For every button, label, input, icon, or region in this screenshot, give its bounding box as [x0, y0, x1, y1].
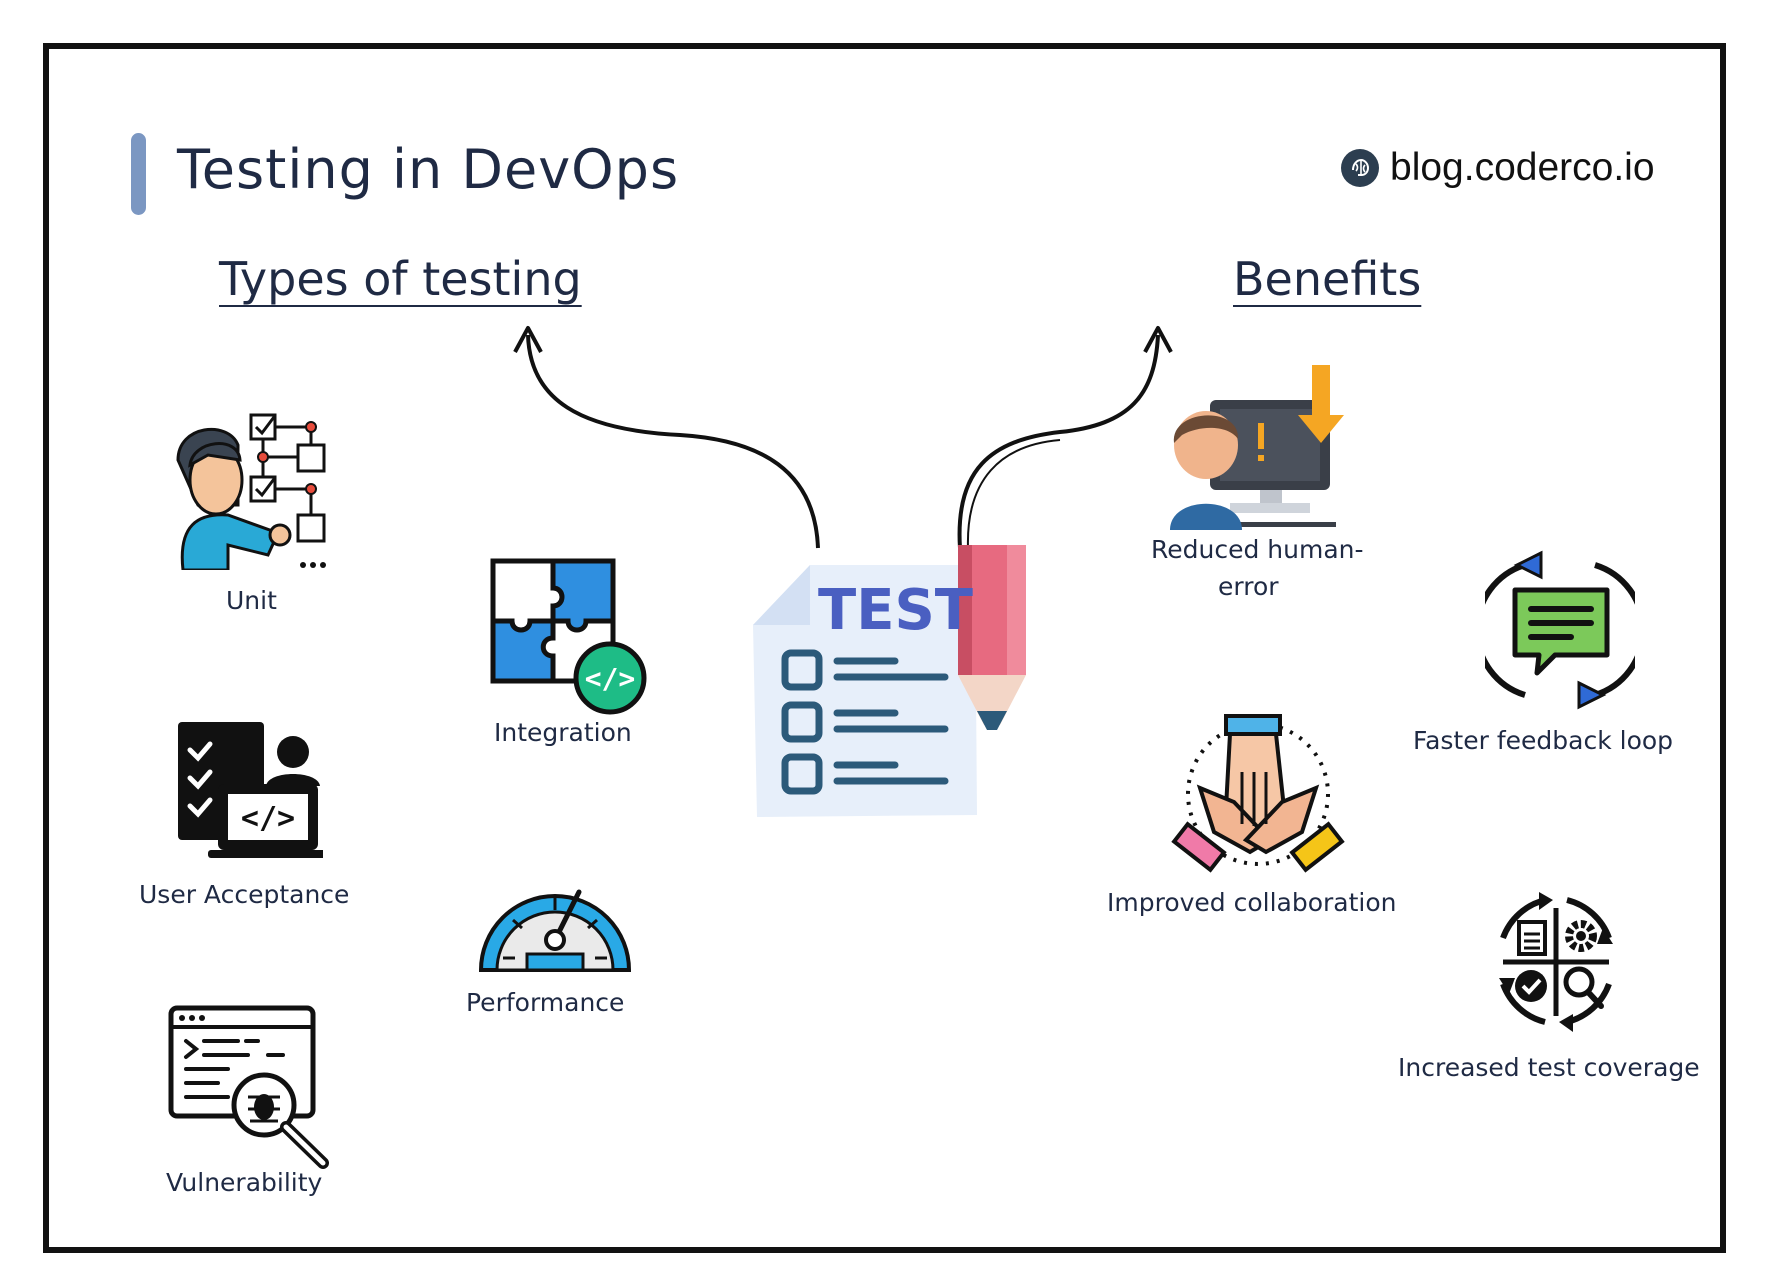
type-label-performance: Performance	[466, 988, 625, 1017]
type-label-integration: Integration	[494, 718, 632, 747]
svg-text:</>: </>	[585, 662, 636, 695]
brand-url[interactable]: blog.coderco.io	[1390, 146, 1655, 189]
speedometer-icon	[475, 858, 635, 973]
benefit-label-faster-feedback-loop: Faster feedback loop	[1413, 726, 1674, 755]
bug-search-icon	[168, 1005, 333, 1170]
benefit-label-increased-test-coverage: Increased test coverage	[1398, 1053, 1700, 1082]
type-label-unit: Unit	[226, 586, 277, 615]
brain-logo-icon	[1340, 148, 1380, 188]
type-label-vulnerability: Vulnerability	[166, 1168, 323, 1197]
benefit-label-reduced-human-error-line2: error	[1218, 572, 1279, 601]
test-badge-text: TEST	[818, 578, 973, 643]
section-heading-types: Types of testing	[219, 252, 582, 306]
test-checklist-icon	[745, 545, 1035, 830]
type-label-user-acceptance: User Acceptance	[139, 880, 350, 909]
page-title: Testing in DevOps	[177, 138, 680, 201]
arrow-to-types	[526, 334, 820, 549]
arrowhead-types	[513, 326, 543, 353]
quadrant-cycle-icon	[1483, 888, 1628, 1033]
arrowhead-benefits	[1143, 326, 1173, 353]
benefit-label-reduced-human-error-line1: Reduced human-	[1151, 535, 1364, 564]
diagram-frame	[43, 43, 1726, 1253]
arrow-to-benefits	[957, 334, 1160, 549]
benefit-label-improved-collaboration: Improved collaboration	[1107, 888, 1397, 917]
person-monitor-warning-icon	[1170, 365, 1350, 530]
svg-text:</>: </>	[241, 801, 295, 836]
puzzle-code-icon: </>	[490, 558, 650, 718]
chat-cycle-icon	[1485, 545, 1635, 715]
person-flowchart-icon	[168, 405, 338, 570]
title-accent-bar	[131, 133, 146, 215]
section-heading-benefits: Benefits	[1233, 252, 1422, 306]
clipboard-code-user-icon: </>	[178, 722, 323, 867]
brand[interactable]: blog.coderco.io	[1340, 146, 1655, 190]
stacked-hands-icon	[1170, 712, 1345, 877]
